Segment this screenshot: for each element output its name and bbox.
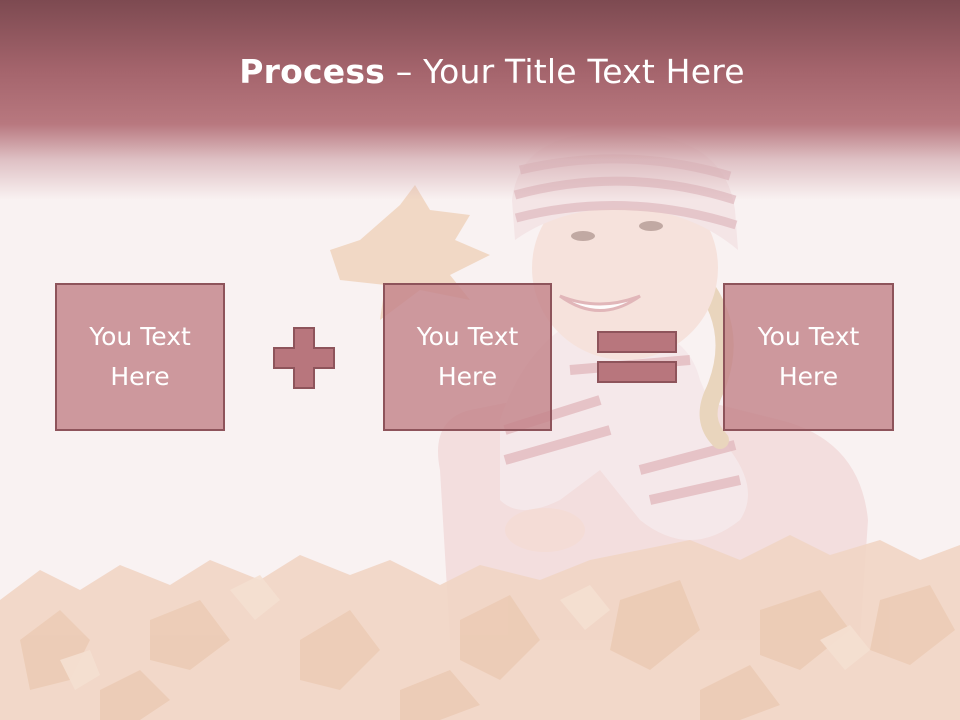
- process-box-label: You Text Here: [416, 322, 519, 391]
- process-box-label: You Text Here: [757, 322, 860, 391]
- plus-icon: [273, 327, 335, 389]
- equals-icon: [597, 331, 677, 383]
- process-box-1[interactable]: You Text Here: [55, 283, 225, 431]
- process-box-3[interactable]: You Text Here: [723, 283, 894, 431]
- title-bold: Process: [239, 52, 386, 91]
- title-band: [0, 0, 960, 200]
- process-box-2[interactable]: You Text Here: [383, 283, 552, 431]
- title-text: – Your Title Text Here: [385, 52, 745, 91]
- process-box-label: You Text Here: [89, 322, 191, 391]
- slide-title: Process – Your Title Text Here: [0, 52, 960, 91]
